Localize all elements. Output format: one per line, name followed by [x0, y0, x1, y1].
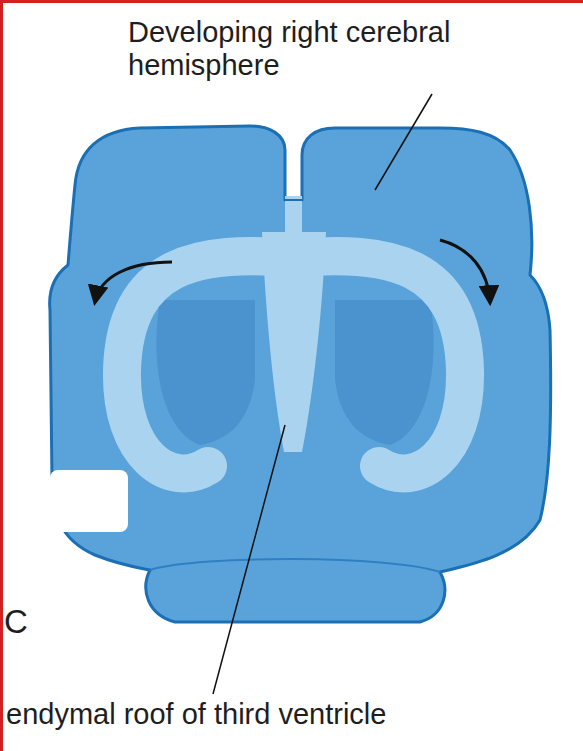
- leader-line: [375, 94, 432, 190]
- inner-region: [156, 300, 255, 445]
- structure-label: Developing right cerebral hemisphere: [128, 16, 473, 83]
- growth-arrow: [95, 262, 172, 302]
- panel-letter: C: [4, 603, 28, 641]
- roof-plate: [285, 196, 302, 236]
- diencephalon-boundary: [150, 559, 440, 572]
- brain-outline: [50, 126, 551, 622]
- blank-label: [50, 470, 128, 532]
- inner-region: [335, 300, 434, 445]
- roof-plate-edge: [285, 199, 302, 201]
- frame-edge: [0, 0, 3, 751]
- structure-label: endymal roof of third ventricle: [6, 698, 386, 731]
- frame-edge: [0, 0, 583, 3]
- leader-line: [213, 425, 285, 694]
- third-ventricle: [262, 232, 326, 452]
- growth-arrow: [440, 240, 490, 302]
